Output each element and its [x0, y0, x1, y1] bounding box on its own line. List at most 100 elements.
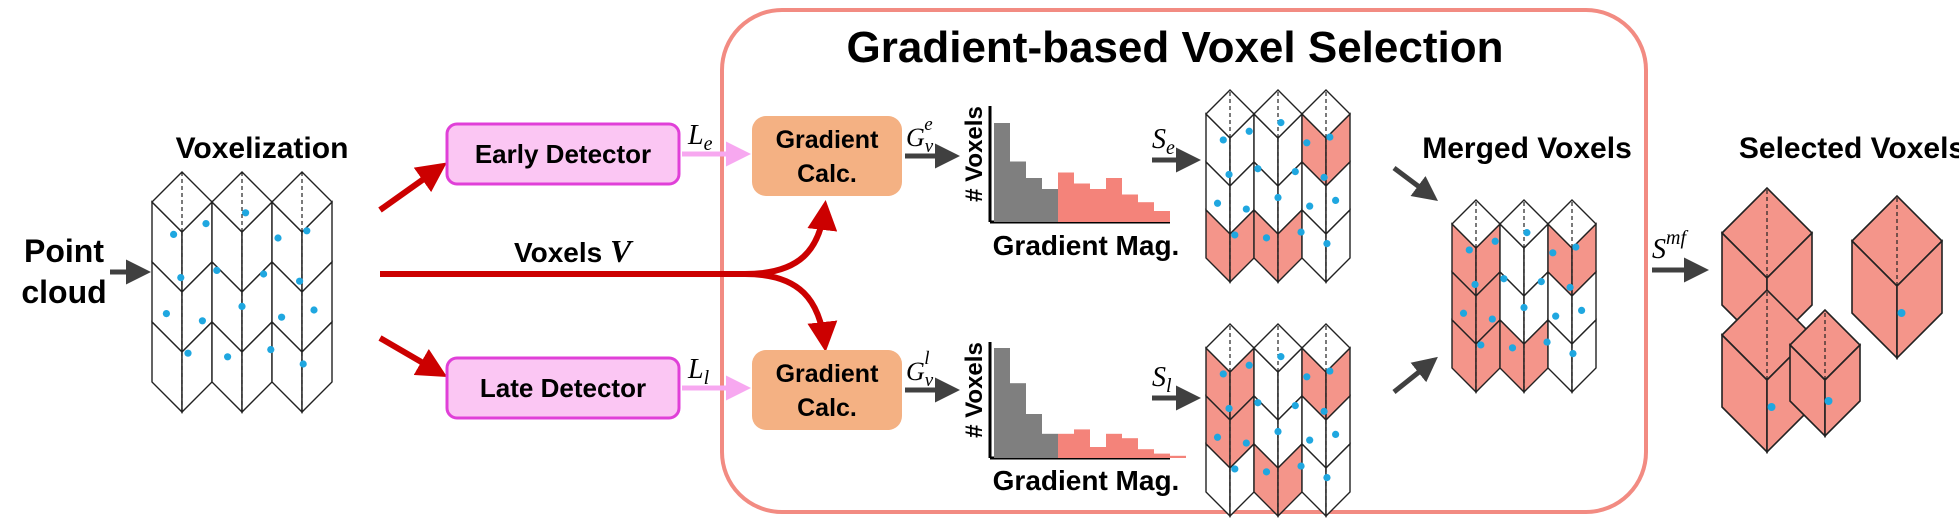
late-voxel-point: [1291, 402, 1299, 410]
voxel-point: [296, 277, 304, 285]
late-voxel-point: [1326, 367, 1334, 375]
voxel-point: [260, 270, 268, 278]
late-voxel-point: [1274, 427, 1282, 436]
arrow-merge-early: [1392, 166, 1438, 201]
selected-cube-4-right: [1824, 343, 1861, 438]
late-voxel-point: [1254, 399, 1262, 407]
voxel-point: [303, 227, 311, 235]
voxel-point: [213, 266, 221, 274]
late-voxel-point: [1306, 436, 1314, 444]
module-title: Gradient-based Voxel Selection: [847, 23, 1504, 72]
hist-bar-gray: [994, 348, 1010, 458]
early-voxel-point: [1277, 119, 1285, 127]
voxel-point: [198, 317, 206, 325]
merged-voxel-point: [1569, 350, 1577, 358]
early-voxel-point: [1231, 231, 1239, 239]
early-voxel-point: [1213, 199, 1222, 207]
arrow-to-early-detector: [378, 162, 447, 213]
voxel-point: [162, 310, 170, 318]
voxel-point: [170, 230, 178, 238]
merged-voxels-grid: [1451, 199, 1597, 394]
loss-late-label: Ll: [687, 354, 710, 389]
late-voxel-point: [1323, 474, 1331, 482]
hist-bar-red: [1122, 194, 1138, 222]
voxel-point: [177, 274, 185, 282]
gradient-calc-early-2: Calc.: [797, 160, 857, 188]
grad-early-label: Gve: [906, 114, 934, 157]
selected-voxels-cubes: [1720, 186, 1944, 454]
selected-cube-2-point: [1897, 309, 1906, 317]
sel-late-label: Sl: [1152, 362, 1172, 397]
voxel-point: [202, 220, 210, 228]
hist-bar-red: [1122, 438, 1138, 458]
late-voxel-point: [1242, 439, 1250, 447]
early-voxel-point: [1323, 240, 1331, 248]
early-voxel-point: [1274, 193, 1282, 202]
hist-bar-gray: [1042, 433, 1058, 458]
voxel-point: [310, 306, 318, 314]
early-voxel-point: [1326, 133, 1334, 141]
loss-early-label: Le: [687, 120, 713, 155]
merged-voxel-point: [1491, 237, 1499, 245]
voxel-face-right: [301, 320, 333, 414]
merged-voxel-point: [1572, 243, 1580, 251]
hist-bar-red: [1058, 172, 1074, 222]
voxelization-label: Voxelization: [176, 132, 349, 165]
selected-cube-4-point: [1824, 397, 1833, 405]
hist-bar-gray: [1026, 414, 1042, 458]
merged-voxels-label: Merged Voxels: [1422, 132, 1632, 165]
voxel-point: [224, 353, 232, 361]
early-detector-box: [445, 122, 681, 186]
voxel-point: [267, 346, 275, 354]
point-cloud-label-1: Point: [24, 233, 104, 269]
voxel-point: [242, 209, 250, 217]
voxel-point: [278, 313, 286, 321]
early-voxel-point: [1254, 165, 1262, 173]
hist-bar-red: [1138, 202, 1154, 222]
voxels-label: Voxels V: [514, 233, 634, 269]
merged-voxel-point: [1523, 229, 1531, 237]
merged-voxel-point: [1549, 249, 1557, 257]
hist-bar-red: [1058, 433, 1074, 458]
voxelization-grid: [151, 171, 333, 414]
hist-early-xlabel: Gradient Mag.: [993, 230, 1180, 261]
selected-voxels-label: Selected Voxels: [1739, 132, 1959, 165]
sel-early-label: Se: [1152, 124, 1175, 159]
selection-module-frame: [720, 8, 1648, 514]
merged-voxel-point: [1459, 309, 1468, 317]
late-selected-grid: [1205, 323, 1351, 518]
late-voxel-point: [1332, 430, 1340, 438]
histogram-late: [988, 342, 1186, 460]
merged-voxel-point: [1543, 338, 1551, 346]
grad-late-label: Gvl: [906, 348, 934, 391]
merged-voxel-point: [1465, 246, 1473, 254]
hist-bar-red: [1154, 453, 1170, 458]
hist-bar-red: [1090, 447, 1106, 458]
merged-voxel-point: [1477, 341, 1485, 349]
merged-voxel-point: [1552, 312, 1560, 320]
arrow-merge-late: [1392, 356, 1438, 394]
hist-bar-red: [1106, 178, 1122, 222]
gradient-calc-box-early: [752, 116, 902, 196]
hist-bar-gray: [1010, 383, 1026, 458]
late-voxel-point: [1277, 353, 1285, 361]
early-voxel-point: [1303, 139, 1311, 147]
histogram-early: [988, 106, 1170, 224]
voxel-point: [274, 234, 282, 242]
hist-bar-red: [1170, 455, 1186, 458]
early-voxel-point: [1306, 202, 1314, 210]
hist-early-ylabel: # Voxels: [961, 106, 988, 202]
hist-bar-red: [1154, 211, 1170, 222]
merged-voxel-point: [1508, 344, 1517, 352]
early-voxel-point: [1219, 136, 1227, 144]
early-detector-label: Early Detector: [475, 139, 651, 169]
merged-voxel-point: [1537, 278, 1545, 286]
voxel-point: [184, 349, 192, 357]
voxels-flow-down: [744, 271, 838, 352]
gradient-calc-late-2: Calc.: [797, 394, 857, 422]
voxels-symbol: V: [610, 233, 634, 269]
voxel-point: [299, 360, 307, 368]
early-voxel-point: [1320, 173, 1328, 181]
late-voxel-point: [1320, 407, 1328, 415]
